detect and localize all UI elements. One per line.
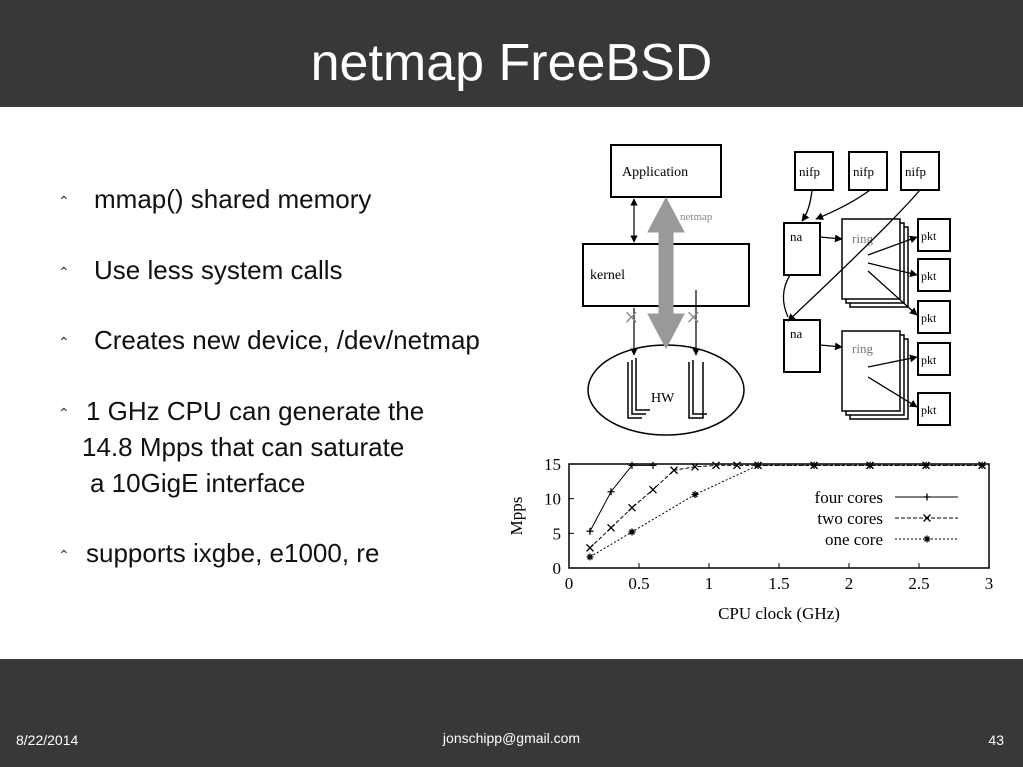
na-label: na [790, 229, 803, 244]
bullet-text: 1 GHz CPU can generate the [86, 396, 425, 426]
pkt-label: pkt [921, 269, 937, 283]
bullet-4: ⌃ 1 GHz CPU can generate the 14.8 Mpps t… [58, 393, 425, 501]
bullet-text: Creates new device, /dev/netmap [94, 325, 480, 355]
footer-bar [0, 659, 1023, 767]
pkt-label: pkt [921, 353, 937, 367]
data-point [586, 553, 594, 561]
x-tick-label: 2 [845, 574, 854, 593]
x-tick-label: 3 [985, 574, 994, 593]
pkt-label: pkt [921, 403, 937, 417]
data-point [649, 461, 657, 469]
data-point [586, 543, 594, 552]
footer-email: jonschipp@gmail.com [442, 730, 581, 746]
data-point [691, 462, 699, 471]
bullet-text: a 10GigE interface [90, 468, 306, 498]
series-line [589, 464, 653, 532]
data-point [649, 485, 657, 494]
title-bar [0, 0, 1023, 107]
data-point [754, 461, 762, 469]
y-tick-label: 5 [553, 524, 562, 543]
pkt-label: pkt [921, 229, 937, 243]
y-tick-label: 15 [544, 455, 561, 474]
data-point [607, 523, 615, 532]
x-tick-label: 2.5 [908, 574, 929, 593]
plot-frame [568, 463, 990, 569]
data-point [628, 461, 636, 469]
series-four-cores [586, 461, 657, 535]
mpps-vs-cpu-chart: 0 0.5 1 1.5 2 2.5 3 0 5 10 15 four cores two cores o… [507, 455, 994, 623]
data-point [866, 461, 874, 469]
x-tick-label: 0.5 [628, 574, 649, 593]
netmap-label: netmap [680, 211, 713, 223]
bullet-text: Use less system calls [94, 255, 343, 285]
legend-label: one core [825, 530, 883, 549]
bullet-text: mmap() shared memory [94, 184, 372, 214]
pkt-label: pkt [921, 311, 937, 325]
bullet-marker-icon: ⌃ [58, 547, 70, 563]
y-tick-label: 10 [544, 490, 561, 509]
data-point [712, 461, 720, 470]
data-point [628, 503, 636, 512]
data-point [978, 461, 986, 469]
kernel-label: kernel [590, 268, 625, 283]
page-number: 43 [988, 732, 1004, 748]
data-point [628, 528, 636, 536]
ring-label: ring [852, 231, 873, 246]
legend-label: four cores [815, 488, 883, 507]
bullet-1: ⌃ mmap() shared memory [58, 181, 372, 217]
y-tick-label: 0 [553, 559, 562, 578]
hw-ellipse [587, 344, 745, 436]
data-point [670, 466, 678, 475]
data-point [923, 514, 931, 522]
bullet-text: supports ixgbe, e1000, re [86, 538, 380, 568]
bullet-3: ⌃ Creates new device, /dev/netmap [58, 322, 480, 358]
ring-label: ring [852, 341, 873, 356]
x-axis-label: CPU clock (GHz) [718, 604, 840, 623]
data-point [733, 461, 741, 470]
bullet-marker-icon: ⌃ [58, 334, 70, 350]
data-point [607, 488, 615, 496]
data-point [691, 491, 699, 499]
bullet-2: ⌃ Use less system calls [58, 252, 343, 288]
data-point [586, 527, 594, 535]
bullet-marker-icon: ⌃ [58, 405, 70, 421]
data-point [923, 535, 931, 543]
bullet-5: ⌃ supports ixgbe, e1000, re [58, 535, 380, 571]
svg-text:×: × [624, 303, 639, 332]
x-tick-label: 1.5 [768, 574, 789, 593]
na-label: na [790, 326, 803, 341]
series-line [589, 464, 982, 558]
legend-label: two cores [817, 509, 883, 528]
y-axis-label: Mpps [507, 497, 526, 536]
nifp-label: nifp [905, 164, 926, 179]
x-tick-label: 1 [705, 574, 714, 593]
bullet-marker-icon: ⌃ [58, 193, 70, 209]
nifp-label: nifp [799, 164, 820, 179]
application-label: Application [622, 165, 688, 180]
svg-text:×: × [686, 303, 701, 332]
netmap-arrow [647, 196, 685, 350]
series-one-core [586, 461, 986, 561]
footer-date: 8/22/2014 [16, 732, 79, 748]
hw-label: HW [651, 391, 675, 406]
application-box [610, 144, 722, 198]
data-point [923, 493, 931, 501]
netmap-architecture-diagram: Application kernel HW × × netmap [582, 144, 750, 436]
bullet-marker-icon: ⌃ [58, 264, 70, 280]
slide-title: netmap FreeBSD [310, 34, 713, 92]
data-point [922, 461, 930, 469]
netmap-rings-diagram: nifp nifp nifp na na ring ring pkt pkt p… [782, 151, 951, 426]
x-tick-label: 0 [565, 574, 574, 593]
data-point [810, 461, 818, 469]
nifp-label: nifp [853, 164, 874, 179]
bullet-text: 14.8 Mpps that can saturate [82, 432, 405, 462]
